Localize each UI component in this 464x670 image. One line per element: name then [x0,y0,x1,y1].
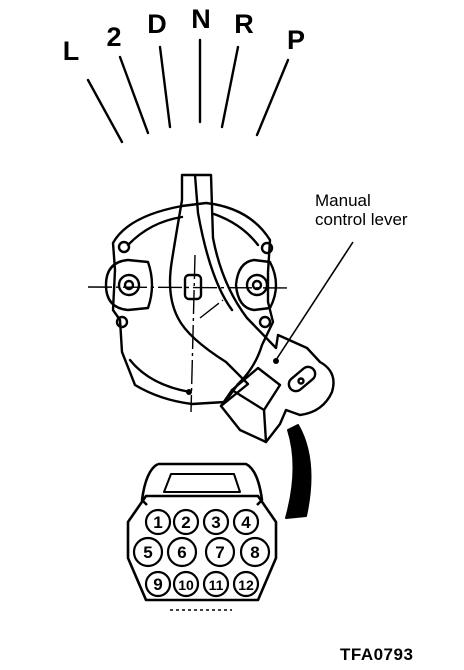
manual-control-lever-label: Manual control lever [315,191,408,229]
position-label-2: 2 [106,22,122,52]
connector-pin-number: 1 [153,513,162,532]
connector-pin-number: 3 [211,513,220,532]
connector-pin-6 [166,536,198,568]
position-label-d: D [147,9,167,39]
connector-pin-number: 2 [181,513,190,532]
selector-lever [168,173,335,444]
center-lines [87,254,291,413]
connector-pin-4 [232,508,260,536]
connector-pin-number: 10 [178,577,194,593]
connector-pin-number: 4 [241,513,251,532]
connector-pin-number: 5 [143,543,152,562]
figure-code: TFA0793 [340,645,414,664]
pivot-mark [186,389,192,395]
connector-pin-number: 11 [209,577,224,593]
position-label-n: N [191,4,211,34]
callout-leader-line [275,241,354,361]
connector-pin-number: 9 [153,575,162,594]
position-label-l: L [62,36,80,66]
position-label-p: P [286,25,306,55]
connector-pin-9 [144,570,172,598]
connector-pin-8 [239,536,271,568]
connector-pin-11 [202,570,230,598]
connector-pin-7 [204,536,236,568]
position-label-r: R [234,9,254,39]
switch-housing [111,201,275,406]
position-indicator-lines [86,38,290,144]
connector-pin-1 [144,508,172,536]
connector-face [126,462,278,602]
connector-pin-number: 12 [238,577,254,593]
curved-arrow [285,424,312,519]
callout-line-1: Manual [315,191,371,210]
left-mounting-boss [104,240,154,329]
connector-pin-number: 7 [215,543,224,562]
connector-pin-10 [172,570,200,598]
callout-line-2: control lever [315,210,408,229]
connector-pin-3 [202,508,230,536]
connector-pin-5 [132,536,164,568]
connector-pin-number: 6 [177,543,186,562]
connector-pin-2 [172,508,200,536]
connector-pin-12 [232,570,260,598]
connector-pin-number: 8 [250,543,259,562]
right-mounting-boss [234,241,278,329]
